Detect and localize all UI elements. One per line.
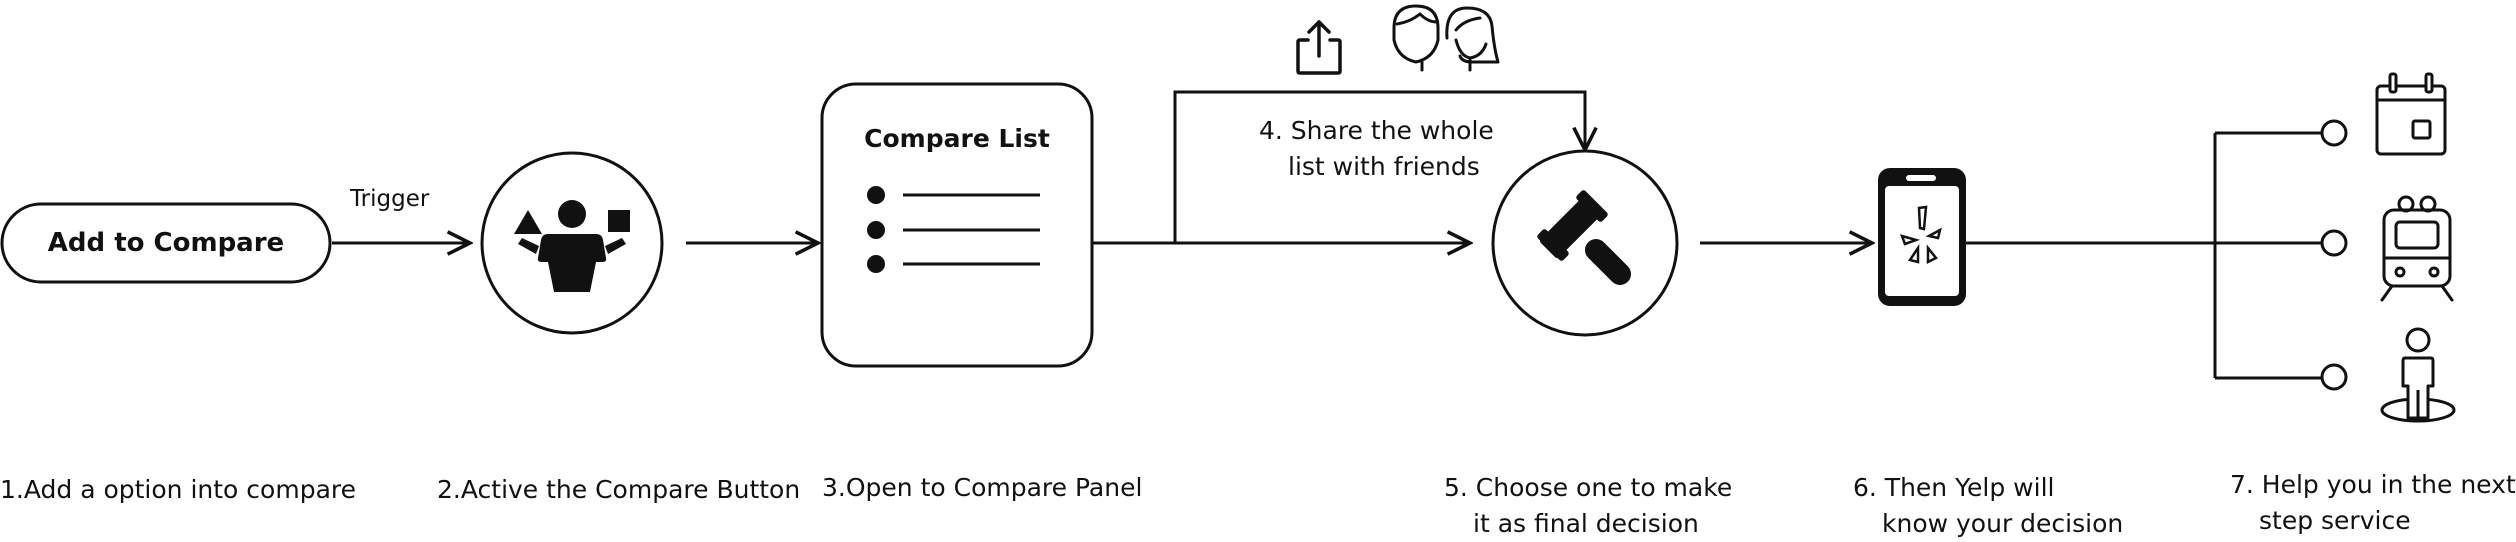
person-location-icon xyxy=(2380,327,2456,423)
add-to-compare-label[interactable]: Add to Compare xyxy=(47,228,285,258)
train-icon xyxy=(2380,195,2454,302)
share-icon xyxy=(1296,20,1342,75)
gavel-icon xyxy=(1537,190,1632,286)
step-1-caption: 1.Add a option into compare xyxy=(0,475,356,504)
service-branches xyxy=(1966,119,2348,391)
compare-list-title: Compare List xyxy=(864,124,1050,153)
step-5-caption: 5. Choose one to make it as final decisi… xyxy=(1444,473,1733,538)
trigger-label: Trigger xyxy=(350,186,430,212)
friends-icon xyxy=(1392,4,1500,72)
arrow-share xyxy=(1173,90,1585,243)
yelp-phone-icon xyxy=(1878,168,1966,306)
compare-list-items xyxy=(867,186,1040,273)
step-2-caption: 2.Active the Compare Button xyxy=(437,475,801,504)
decision-circle xyxy=(1491,149,1679,337)
step-4-caption: 4. Share the whole list with friends xyxy=(1259,116,1494,181)
add-to-compare-button[interactable] xyxy=(0,202,332,284)
compare-list-panel xyxy=(820,82,1094,368)
person-juggling-shapes-icon xyxy=(514,200,630,292)
step-6-caption: 6. Then Yelp will know your decision xyxy=(1853,473,2124,538)
calendar-icon xyxy=(2375,72,2447,156)
step-3-caption: 3.Open to Compare Panel xyxy=(822,473,1143,502)
step-7-caption: 7. Help you in the next step service xyxy=(2230,470,2516,535)
